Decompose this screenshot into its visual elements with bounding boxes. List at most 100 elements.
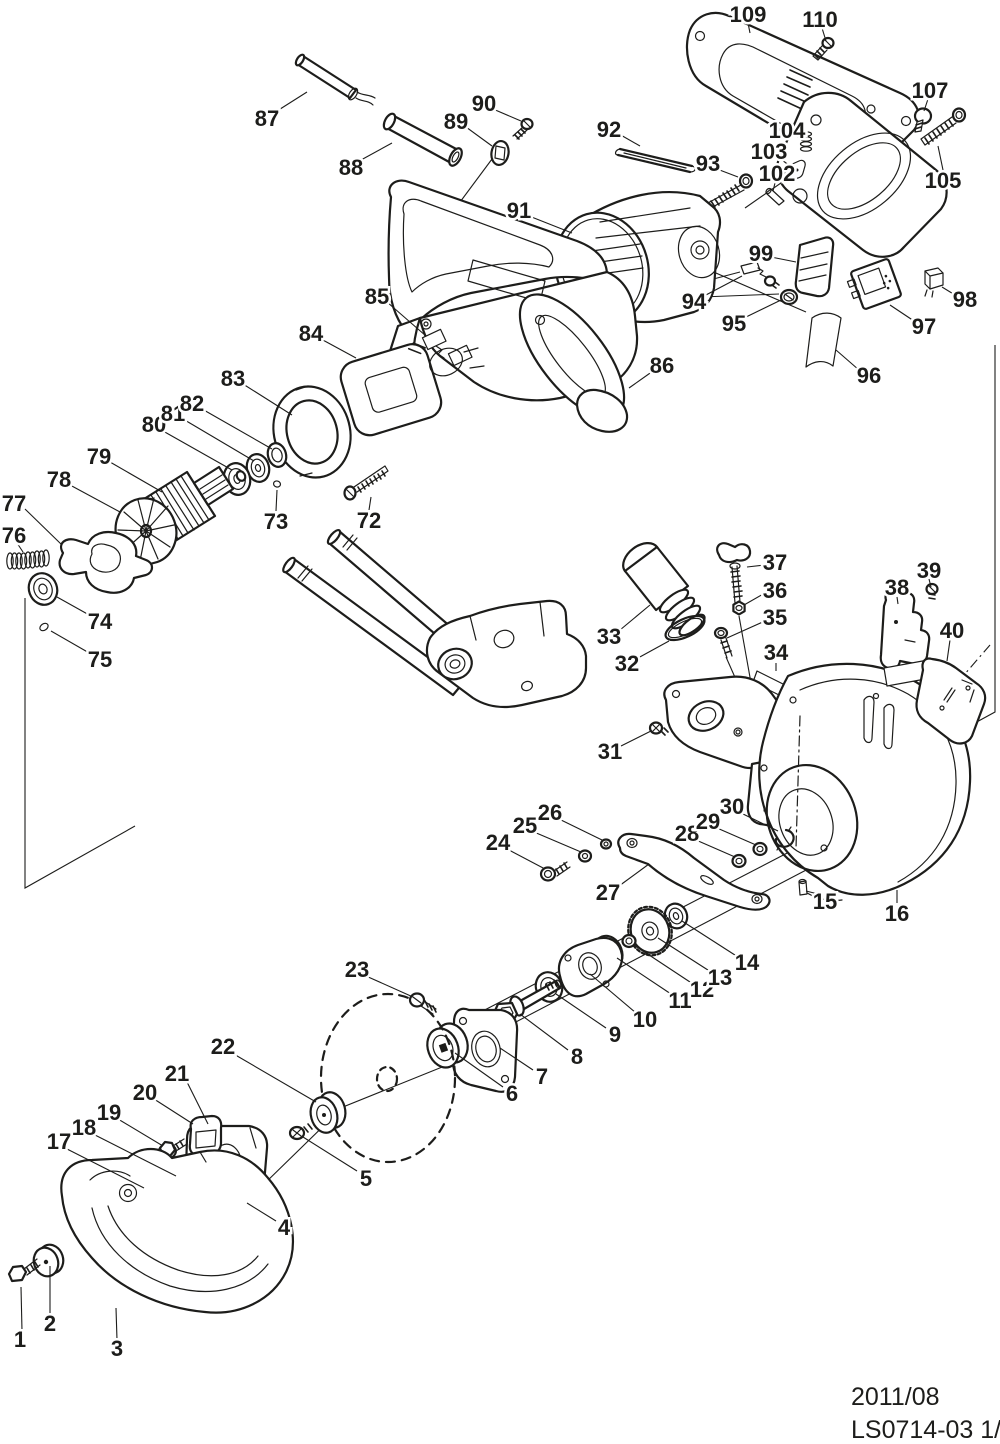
part-label-9: 9 — [609, 1022, 621, 1047]
part-72-screw — [343, 465, 389, 501]
part-label-3: 3 — [111, 1336, 123, 1361]
part-12-washer — [621, 933, 637, 949]
part-13-gear — [627, 905, 673, 957]
part-label-28: 28 — [675, 821, 699, 846]
leader-line-95 — [743, 299, 782, 319]
part-40-guard-plate — [915, 657, 987, 745]
part-39-screw — [925, 582, 939, 600]
part-label-82: 82 — [180, 391, 204, 416]
part-label-73: 73 — [264, 509, 288, 534]
part-label-22: 22 — [211, 1034, 235, 1059]
leader-line-9 — [555, 993, 607, 1029]
part-107-button — [913, 107, 933, 133]
leader-line-28 — [695, 839, 736, 858]
part-label-107: 107 — [912, 78, 949, 103]
leader-line-102 — [772, 182, 776, 192]
part-label-95: 95 — [722, 311, 746, 336]
leader-line-15 — [805, 890, 819, 895]
part-label-88: 88 — [339, 155, 363, 180]
part-label-10: 10 — [633, 1007, 657, 1032]
part-85-brush-holder — [421, 328, 485, 377]
leader-line-8 — [519, 1013, 569, 1051]
part-label-13: 13 — [708, 965, 732, 990]
leader-line-36 — [743, 592, 766, 606]
leader-line-99 — [770, 256, 797, 263]
leader-line-72 — [368, 496, 372, 511]
part-27-lever-arm — [617, 832, 771, 911]
part-label-25: 25 — [513, 813, 537, 838]
part-label-84: 84 — [299, 321, 324, 346]
part-92-cover-strip — [614, 147, 696, 174]
part-label-19: 19 — [97, 1100, 121, 1125]
part-label-2: 2 — [44, 1311, 56, 1336]
part-label-99: 99 — [749, 241, 773, 266]
part-99-holder — [794, 236, 835, 298]
leader-line-17 — [66, 1148, 145, 1189]
part-30-e-clip — [774, 826, 795, 851]
part-label-31: 31 — [598, 739, 622, 764]
leader-line-104 — [792, 133, 803, 140]
part-label-8: 8 — [571, 1044, 583, 1069]
leader-line-86 — [628, 370, 654, 389]
leader-line-35 — [726, 620, 766, 639]
part-73-pin — [272, 480, 282, 488]
part-label-36: 36 — [763, 578, 787, 603]
drawing-footer: 2011/08 LS0714-03 1/2 — [851, 1381, 1000, 1444]
part-label-33: 33 — [597, 624, 621, 649]
part-33-dust-nozzle — [622, 542, 706, 637]
leader-line-18 — [92, 1133, 177, 1177]
handle-grip-half — [776, 91, 948, 258]
leader-line-7 — [499, 1047, 534, 1071]
part-label-72: 72 — [357, 508, 381, 533]
part-88-pipe — [382, 112, 463, 167]
part-89-cap — [490, 139, 510, 167]
leader-line-88 — [360, 142, 393, 161]
leader-line-105 — [937, 145, 944, 171]
part-104-spring — [799, 131, 813, 152]
part-label-34: 34 — [764, 640, 789, 665]
part-103-clamp — [784, 159, 806, 179]
part-label-14: 14 — [735, 950, 760, 975]
leader-line-74 — [56, 596, 92, 617]
part-82-ring — [266, 442, 288, 468]
part-97-switch — [846, 258, 902, 310]
part-95-brush-cap — [779, 288, 799, 306]
leader-line-38 — [896, 596, 899, 605]
part-label-15: 15 — [813, 889, 837, 914]
part-label-78: 78 — [47, 467, 71, 492]
leader-line-31 — [620, 730, 652, 747]
leader-line-93 — [716, 168, 739, 178]
part-77-baffle-plate — [58, 530, 154, 594]
part-label-90: 90 — [472, 91, 496, 116]
leader-line-89 — [465, 126, 493, 147]
part-74-bearing — [27, 572, 59, 606]
part-label-96: 96 — [857, 363, 881, 388]
part-32-o-ring — [664, 614, 706, 642]
leader-line-81 — [182, 418, 255, 462]
leader-line-90 — [492, 108, 522, 122]
leader-line-20 — [153, 1098, 194, 1125]
leader-line-22 — [231, 1052, 317, 1103]
part-label-32: 32 — [615, 651, 639, 676]
part-label-20: 20 — [133, 1080, 157, 1105]
part-label-86: 86 — [650, 353, 674, 378]
part-75-ring — [39, 622, 49, 632]
leader-line-14 — [681, 920, 739, 958]
leader-line-75 — [50, 630, 92, 655]
part-38-bracket — [879, 589, 932, 687]
part-25-washer — [577, 849, 593, 863]
part-28-washer — [731, 853, 747, 869]
leader-line-12 — [633, 944, 694, 985]
leader-line-25 — [533, 831, 582, 853]
part-label-76: 76 — [2, 523, 26, 548]
part-7-cover-plate — [451, 1007, 519, 1093]
part-label-98: 98 — [953, 287, 977, 312]
part-label-94: 94 — [682, 289, 707, 314]
part-98-connector — [924, 267, 944, 298]
leader-line-87 — [276, 91, 308, 112]
part-label-35: 35 — [763, 605, 787, 630]
part-label-39: 39 — [917, 558, 941, 583]
leader-line-6 — [454, 1052, 504, 1088]
part-label-5: 5 — [360, 1166, 372, 1191]
